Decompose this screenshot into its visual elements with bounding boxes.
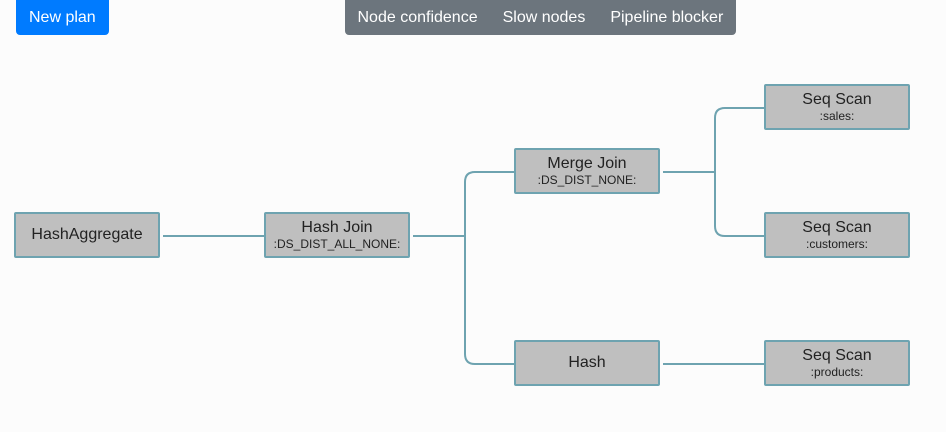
node-subtitle: :DS_DIST_ALL_NONE: <box>273 237 401 251</box>
node-subtitle: :sales: <box>819 109 855 123</box>
edge-mergejoin-seqscan-sales <box>663 107 765 173</box>
node-hash-aggregate[interactable]: HashAggregate <box>14 212 160 258</box>
node-subtitle: :customers: <box>805 237 868 251</box>
new-plan-button[interactable]: New plan <box>16 0 109 35</box>
node-confidence-button[interactable]: Node confidence <box>345 0 490 35</box>
node-title: Hash <box>568 354 606 371</box>
node-title: Seq Scan <box>802 91 872 108</box>
node-title: Hash Join <box>301 219 373 236</box>
slow-nodes-button[interactable]: Slow nodes <box>490 0 598 35</box>
node-title: Seq Scan <box>802 219 872 236</box>
view-mode-button-group: Node confidence Slow nodes Pipeline bloc… <box>345 0 736 35</box>
node-seq-scan-products[interactable]: Seq Scan :products: <box>764 340 910 386</box>
edge-hashjoin-mergejoin <box>413 171 515 237</box>
node-hash[interactable]: Hash <box>514 340 660 386</box>
node-seq-scan-customers[interactable]: Seq Scan :customers: <box>764 212 910 258</box>
edge-hashjoin-hash <box>464 236 515 365</box>
node-merge-join[interactable]: Merge Join :DS_DIST_NONE: <box>514 148 660 194</box>
pipeline-blocker-button[interactable]: Pipeline blocker <box>598 0 736 35</box>
node-hash-join[interactable]: Hash Join :DS_DIST_ALL_NONE: <box>264 212 410 258</box>
node-subtitle: :products: <box>810 365 864 379</box>
node-title: Seq Scan <box>802 347 872 364</box>
node-title: Merge Join <box>547 155 627 172</box>
node-subtitle: :DS_DIST_NONE: <box>537 173 637 187</box>
node-title: HashAggregate <box>31 226 143 243</box>
edge-mergejoin-seqscan-customers <box>714 172 765 237</box>
node-seq-scan-sales[interactable]: Seq Scan :sales: <box>764 84 910 130</box>
